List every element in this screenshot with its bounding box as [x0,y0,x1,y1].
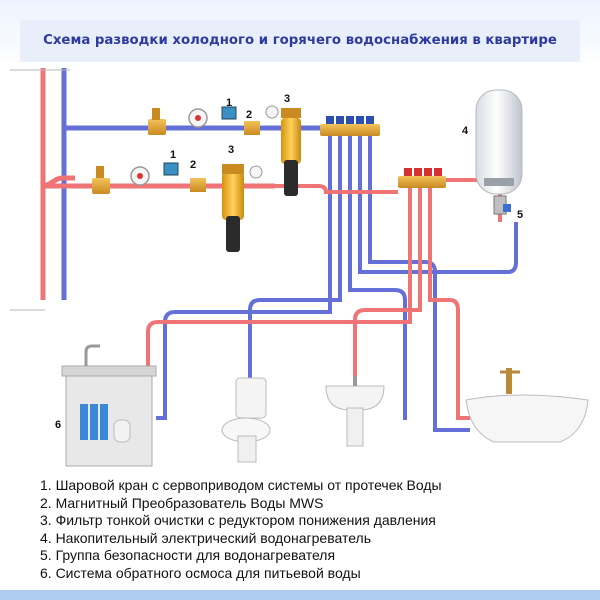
callout-2-upper: 2 [246,109,252,121]
risers [10,68,70,311]
callout-2-lower: 2 [190,159,196,171]
legend-item: 4. Накопительный электрический водонагре… [40,529,372,546]
legend-list: 1. Шаровой кран с сервоприводом системы … [40,477,442,582]
callout-3-upper: 3 [284,93,290,105]
callout-3-lower: 3 [228,144,234,156]
callout-labels: 1 2 3 1 2 3 4 5 6 [55,93,523,431]
page-title: Схема разводки холодного и горячего водо… [43,33,557,48]
water-heater [475,89,523,215]
footer-band [0,590,600,600]
legend-item: 2. Магнитный Преобразователь Воды MWS [40,494,324,511]
legend-item: 1. Шаровой кран с сервоприводом системы … [40,477,442,493]
cold-manifold [320,116,380,136]
bathtub [465,368,589,443]
hot-distribution [146,178,502,426]
hot-assembly [92,162,263,252]
cold-assembly [148,105,301,196]
callout-5: 5 [517,209,523,221]
callout-6: 6 [55,419,61,431]
kitchen-sink [61,344,157,467]
legend-item: 6. Система обратного осмоса для питьевой… [40,564,361,581]
callout-1-upper: 1 [226,97,232,109]
washbasin [325,376,385,447]
legend-item: 5. Группа безопасности для водонагревате… [40,547,336,563]
legend-item: 3. Фильтр тонкой очистки с редуктором по… [40,512,436,528]
toilet [221,377,271,463]
callout-1-lower: 1 [170,149,176,161]
hot-manifold [398,168,446,188]
callout-4: 4 [462,125,469,137]
title-box: Схема разводки холодного и горячего водо… [20,20,580,62]
